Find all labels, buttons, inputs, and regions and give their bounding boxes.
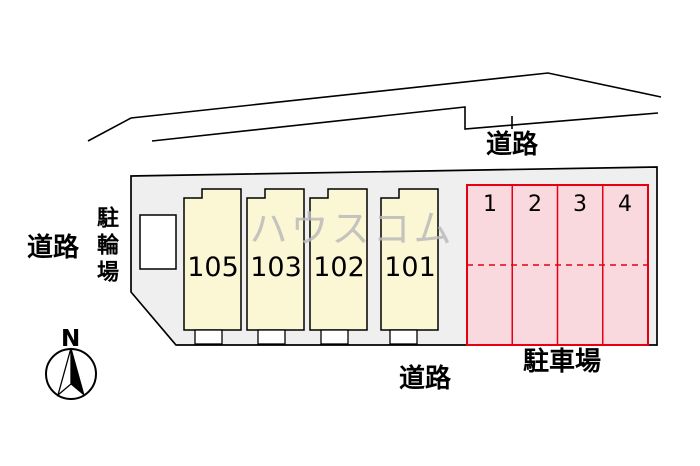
- road-label-top: 道路: [486, 130, 539, 160]
- unit-105-porch: [194, 329, 223, 345]
- car-parking-label: 駐車場: [523, 347, 602, 377]
- road-label-left: 道路: [27, 233, 80, 263]
- road-edge-upper: [87, 72, 662, 142]
- parking-space-label-4: 4: [618, 192, 632, 217]
- parking-space-label-3: 3: [573, 192, 587, 217]
- watermark-text: ハウスコム: [249, 207, 455, 251]
- unit-101-porch: [389, 329, 418, 345]
- bicycle-parking-area: [139, 214, 177, 270]
- unit-label-102: 102: [313, 252, 365, 283]
- bicycle-parking-label: 駐輪場: [93, 206, 118, 287]
- road-label-bottom: 道路: [399, 364, 452, 394]
- parking-space-label-2: 2: [528, 192, 542, 217]
- unit-102-footprint: [309, 188, 368, 331]
- unit-label-105: 105: [187, 252, 239, 283]
- parking-space-label-1: 1: [483, 192, 497, 217]
- unit-102-porch: [320, 329, 349, 345]
- compass-needle-light: [56, 347, 72, 397]
- unit-label-101: 101: [384, 252, 436, 283]
- unit-label-103: 103: [250, 252, 302, 283]
- unit-105-footprint: [183, 188, 242, 331]
- road-edge-lower: [151, 106, 659, 142]
- compass-north-label: N: [61, 326, 81, 352]
- unit-103-footprint: [246, 188, 305, 331]
- unit-103-porch: [257, 329, 286, 345]
- unit-101-footprint: [380, 188, 439, 331]
